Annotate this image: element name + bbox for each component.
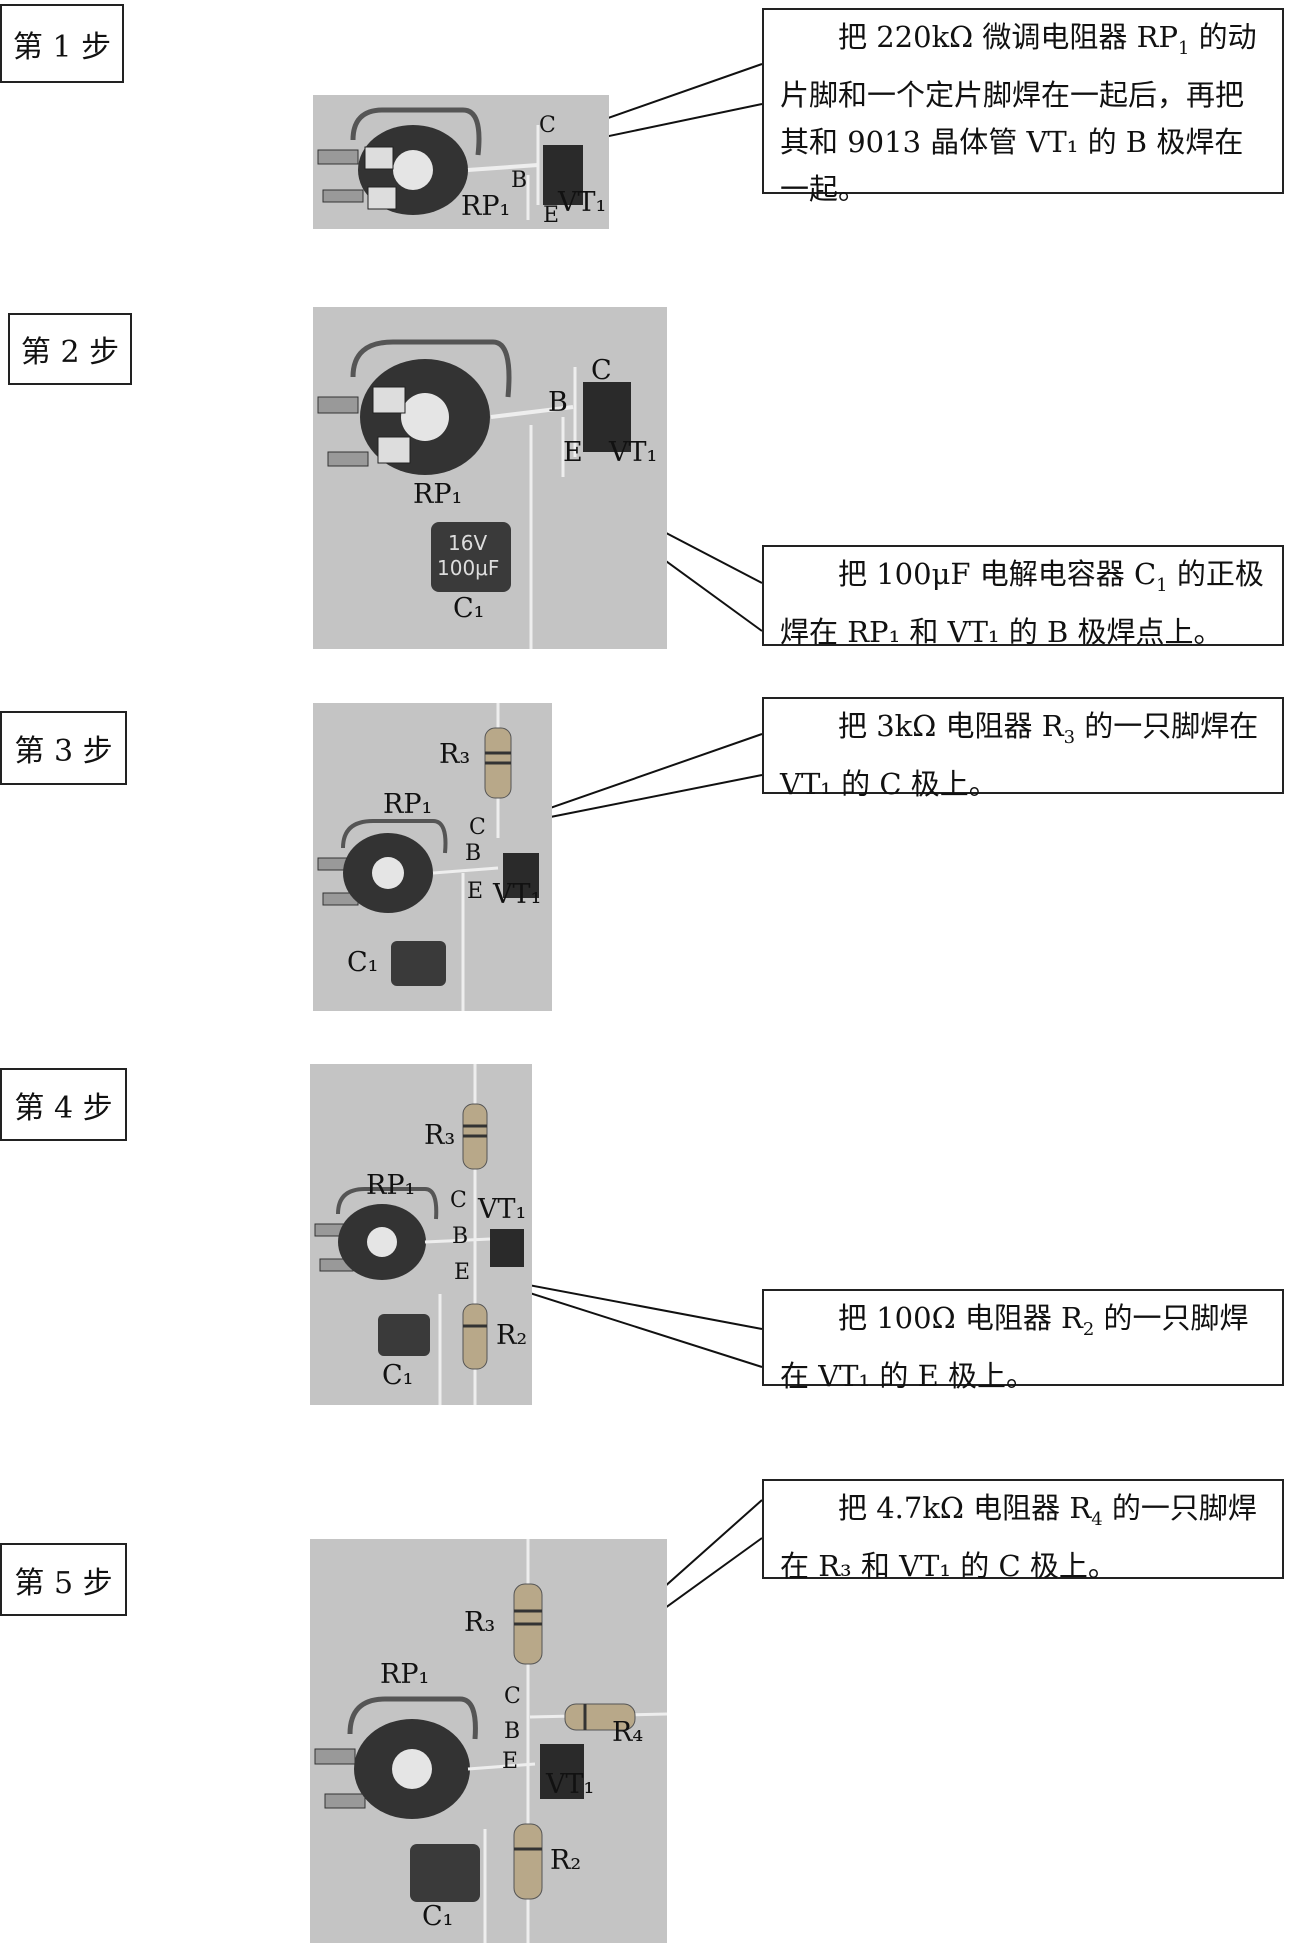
label-vt1: VT₁ [478,1194,527,1225]
label-c: C [591,355,612,386]
label-b: B [465,841,482,866]
label-vt1: VT₁ [558,187,607,218]
step-2-label: 第 2 步 [8,313,132,385]
step-3-label: 第 3 步 [0,711,127,785]
label-c: C [469,815,486,840]
label-c: C [504,1684,521,1709]
label-rp1: RP₁ [413,479,463,510]
label-b: B [511,168,528,193]
potentiometer-transistor-image [313,95,609,229]
step-2-photo: 16V 100μF C B E RP₁ VT₁ C₁ [313,307,667,649]
step-3-photo: R₃ RP₁ C B E VT₁ C₁ [313,703,552,1011]
step-4-label: 第 4 步 [0,1068,127,1141]
label-e: E [502,1749,519,1774]
step-3-note: 把 3kΩ 电阻器 R3 的一只脚焊在 VT₁ 的 C 极上。 [762,697,1284,801]
label-rp1: RP₁ [383,789,433,820]
step-4-photo: R₃ RP₁ C VT₁ B E R₂ C₁ [310,1064,532,1405]
label-b: B [452,1224,469,1249]
label-rp1: RP₁ [366,1170,416,1201]
step-1-photo: C B E RP₁ VT₁ [313,95,609,229]
step-2-note: 把 100μF 电解电容器 C1 的正极焊在 RP₁ 和 VT₁ 的 B 极焊点… [762,545,1284,649]
label-c1: C₁ [422,1901,454,1932]
label-c: C [450,1188,467,1213]
label-vt1: VT₁ [493,879,542,910]
label-c1: C₁ [382,1360,414,1391]
step-4-note: 把 100Ω 电阻器 R2 的一只脚焊在 VT₁ 的 E 极上。 [762,1289,1284,1393]
label-r3: R₃ [464,1607,496,1638]
label-vt1: VT₁ [546,1769,595,1800]
step-4-image [310,1064,532,1405]
label-e: E [543,203,560,228]
step-1-label: 第 1 步 [0,4,124,83]
label-rp1: RP₁ [380,1659,430,1690]
step-5-label: 第 5 步 [0,1543,127,1616]
label-c: C [539,113,556,138]
step-5-image [310,1539,668,1943]
label-b: B [504,1719,521,1744]
step-5-photo: R₃ RP₁ C R₄ B E VT₁ R₂ C₁ [310,1539,668,1943]
step-5-note: 把 4.7kΩ 电阻器 R4 的一只脚焊在 R₃ 和 VT₁ 的 C 极上。 [762,1479,1284,1583]
label-r4: R₄ [612,1717,644,1748]
label-e: E [454,1260,471,1285]
capacitor-value-text: 100μF [437,556,499,580]
label-c1: C₁ [453,593,485,624]
label-b: B [548,387,568,418]
step-3-image [313,703,552,1011]
label-r2: R₂ [496,1320,528,1351]
label-rp1: RP₁ [461,191,511,222]
label-r3: R₃ [424,1120,456,1151]
label-vt1: VT₁ [609,437,658,468]
label-e: E [563,437,583,468]
label-e: E [467,879,484,904]
step-2-image: 16V 100μF [313,307,667,649]
label-r2: R₂ [550,1845,582,1876]
label-r3: R₃ [439,739,471,770]
label-c1: C₁ [347,947,379,978]
step-1-note: 把 220kΩ 微调电阻器 RP1 的动片脚和一个定片脚焊在一起后，再把其和 9… [762,8,1284,206]
capacitor-rating-text: 16V [448,531,487,555]
